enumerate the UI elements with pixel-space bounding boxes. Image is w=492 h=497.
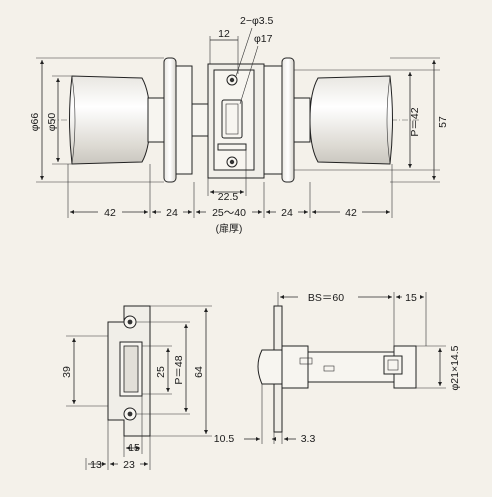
strike-latch-recess — [123, 345, 139, 393]
dim-knob-right: 42 — [345, 207, 357, 219]
dim-12: 12 — [218, 28, 230, 40]
dim-15-strike: 15 — [128, 442, 140, 454]
dim-13: 13 — [90, 459, 102, 471]
left-knob-neck — [147, 97, 165, 143]
left-rose — [163, 57, 177, 183]
strike-screw-bottom-center — [127, 411, 133, 417]
dim-d66: φ66 — [29, 113, 41, 132]
dim-23: 23 — [123, 459, 135, 471]
right-knob-neck — [293, 97, 311, 143]
latch-square-hole — [383, 355, 403, 375]
chassis-tab — [217, 143, 247, 151]
right-knob-face — [386, 75, 391, 165]
dim-25: 25 — [155, 366, 167, 378]
dim-knob-left: 42 — [104, 207, 116, 219]
right-knob — [309, 75, 393, 165]
dim-10-5: 10.5 — [214, 433, 235, 445]
right-rose-body — [263, 65, 283, 175]
left-knob-face — [71, 75, 76, 165]
latch-tube — [307, 351, 395, 383]
dim-64: 64 — [193, 366, 205, 378]
screw-hole-top-center — [229, 77, 235, 83]
door-thickness-note: (扉厚) — [216, 222, 243, 235]
dim-p42: P＝42 — [409, 107, 421, 136]
leader-d3-5 — [235, 27, 253, 77]
latch-slot — [221, 99, 243, 139]
dim-d50: φ50 — [46, 113, 58, 132]
dim-39: 39 — [61, 366, 73, 378]
left-knob — [69, 75, 151, 165]
dim-rose-left: 24 — [166, 207, 178, 219]
dim-15-latch: 15 — [405, 292, 417, 304]
screw-hole-bottom-center — [229, 159, 235, 165]
strike-screw-top-center — [127, 319, 133, 325]
latch-view: BS＝60 15 φ21×14.5 10.5 3.3 — [214, 290, 461, 445]
dim-22-5: 22.5 — [218, 191, 239, 203]
latch-marker — [323, 365, 335, 372]
dim-bs60: BS＝60 — [308, 292, 344, 304]
dim-d17: φ17 — [254, 33, 273, 45]
latch-square-hole-inner — [387, 359, 399, 371]
front-view: φ66 φ50 12 2−φ3.5 φ17 P＝42 57 22.5 — [29, 15, 449, 235]
latch-housing-front — [281, 345, 309, 389]
strike-view: 39 25 P＝48 64 15 13 23 — [61, 305, 212, 471]
latch-tab — [299, 357, 313, 365]
left-rose-body — [175, 65, 193, 175]
leader-d17 — [239, 45, 259, 105]
dim-p48: P＝48 — [173, 355, 185, 384]
dim-57: 57 — [437, 116, 449, 128]
dim-2-d3-5: 2−φ3.5 — [240, 15, 274, 27]
latch-bolt — [257, 349, 283, 385]
dim-3-3: 3.3 — [301, 433, 316, 445]
dim-d21x14-5: φ21×14.5 — [449, 345, 461, 390]
right-rose — [281, 57, 295, 183]
dim-door-thickness: 25～40 — [212, 207, 246, 219]
dim-rose-right: 24 — [281, 207, 293, 219]
latch-slot-inner — [225, 103, 239, 135]
spindle — [191, 103, 211, 137]
chassis-inner — [213, 69, 255, 171]
